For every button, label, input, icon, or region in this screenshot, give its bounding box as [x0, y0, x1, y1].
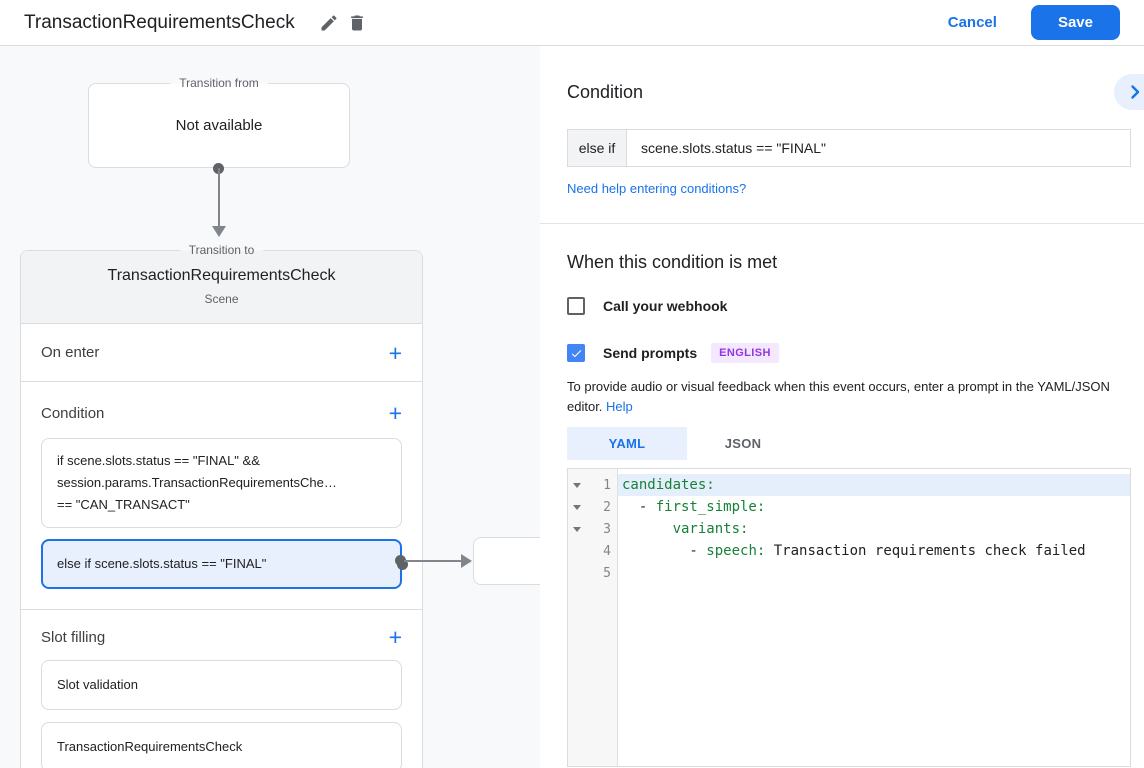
code-token-plain: - — [622, 543, 707, 559]
condition-met-section: When this condition is met Call your web… — [540, 224, 1144, 767]
code-token-key: variants: — [672, 521, 749, 537]
transition-from-node: Transition from Not available — [88, 75, 350, 168]
scene-title: TransactionRequirementsCheck — [107, 267, 336, 284]
scene-card-header[interactable]: TransactionRequirementsCheck Scene — [21, 251, 422, 324]
save-button[interactable]: Save — [1030, 5, 1120, 40]
code-token-key: first_simple: — [655, 499, 766, 515]
tab-yaml[interactable]: YAML — [567, 427, 687, 460]
yaml-code-editor: 1 2 3 4 5 candidates: - first_simple: varian… — [567, 468, 1131, 767]
scene-subtitle: Scene — [204, 292, 239, 306]
add-slot-button[interactable]: + — [388, 624, 402, 650]
condition-if-line: == "CAN_TRANSACT" — [57, 497, 190, 512]
delete-icon[interactable] — [343, 9, 371, 37]
prompt-description-text: To provide audio or visual feedback when… — [567, 379, 1110, 414]
condition-if-line: if scene.slots.status == "FINAL" && — [57, 453, 260, 468]
else-if-tag: else if — [567, 129, 627, 167]
editor-format-tabs: YAML JSON — [567, 427, 1131, 460]
when-condition-met-title: When this condition is met — [567, 252, 778, 272]
connector-dot — [395, 555, 406, 566]
send-prompts-row[interactable]: Send prompts ENGLISH — [567, 343, 1131, 363]
code-token-plain: - — [622, 499, 656, 515]
condition-panel: Condition else if Need help entering con… — [540, 46, 1144, 768]
cancel-button[interactable]: Cancel — [947, 14, 997, 31]
slot-item-transaction-requirements-check[interactable]: TransactionRequirementsCheck — [41, 722, 402, 768]
webhook-label: Call your webhook — [603, 298, 728, 314]
code-line[interactable]: - first_simple: — [618, 496, 1130, 518]
line-number: 3 — [603, 521, 611, 537]
transition-from-text: Not available — [175, 117, 263, 134]
fold-arrow-icon[interactable] — [573, 482, 581, 488]
connector-line-horizontal — [404, 560, 462, 562]
code-token-key: candidates: — [622, 477, 715, 493]
arrowhead-right-icon — [461, 554, 472, 568]
fold-arrow-icon[interactable] — [573, 504, 581, 510]
arrowhead-down-icon — [212, 226, 226, 237]
on-enter-row: On enter + — [21, 324, 422, 382]
edit-icon[interactable] — [315, 9, 343, 37]
conditions-help-link[interactable]: Need help entering conditions? — [567, 181, 747, 196]
condition-item-else-if-selected[interactable]: else if scene.slots.status == "FINAL" — [41, 539, 408, 589]
line-number: 4 — [603, 543, 611, 559]
slot-item-validation[interactable]: Slot validation — [41, 660, 402, 710]
add-on-enter-button[interactable]: + — [388, 339, 402, 366]
condition-section-label: Condition — [41, 404, 105, 422]
prompt-description: To provide audio or visual feedback when… — [567, 377, 1131, 417]
top-bar: TransactionRequirementsCheck Cancel Save — [0, 0, 1144, 46]
language-badge: ENGLISH — [711, 343, 779, 363]
tab-json[interactable]: JSON — [724, 436, 762, 451]
call-webhook-row[interactable]: Call your webhook — [567, 297, 1131, 315]
condition-item-if[interactable]: if scene.slots.status == "FINAL" && sess… — [41, 438, 402, 528]
send-prompts-label: Send prompts — [603, 345, 698, 361]
code-line[interactable]: candidates: — [618, 474, 1130, 496]
editor-gutter: 1 2 3 4 5 — [568, 469, 618, 766]
code-line[interactable] — [618, 562, 1130, 584]
slot-filling-section-row: Slot filling + — [21, 616, 422, 658]
code-line[interactable]: - speech: Transaction requirements check… — [618, 540, 1130, 562]
condition-if-line: session.params.TransactionRequirementsCh… — [57, 475, 337, 490]
editor-code[interactable]: candidates: - first_simple: variants: - … — [618, 469, 1130, 766]
transition-from-legend: Transition from — [170, 75, 268, 92]
code-token-key: speech: — [706, 543, 766, 559]
code-token-plain — [622, 521, 673, 537]
transition-to-card: Transition to TransactionRequirementsChe… — [20, 242, 423, 768]
webhook-checkbox[interactable] — [567, 297, 585, 315]
condition-editor-section: Condition else if Need help entering con… — [540, 46, 1144, 224]
condition-section-row: Condition + — [21, 390, 422, 436]
send-prompts-checkbox[interactable] — [567, 344, 585, 362]
line-number: 5 — [603, 565, 611, 581]
code-token-plain: Transaction requirements check failed — [765, 543, 1086, 559]
condition-expression-input[interactable] — [627, 129, 1131, 167]
line-number: 2 — [603, 499, 611, 515]
code-line[interactable]: variants: — [618, 518, 1130, 540]
condition-input-row: else if — [567, 129, 1131, 167]
transition-to-legend: Transition to — [179, 242, 264, 259]
on-enter-label: On enter — [41, 344, 100, 361]
slot-filling-label: Slot filling — [41, 628, 106, 646]
card-divider — [21, 609, 422, 610]
connector-line-vertical — [218, 168, 220, 228]
condition-else-if-text: else if scene.slots.status == "FINAL" — [57, 556, 267, 571]
add-condition-button[interactable]: + — [388, 400, 402, 426]
collapse-panel-button[interactable] — [1114, 74, 1144, 110]
panel-title: Condition — [567, 82, 644, 102]
line-number: 1 — [603, 477, 611, 493]
fold-arrow-icon[interactable] — [573, 526, 581, 532]
check-icon — [571, 349, 581, 357]
scene-diagram-canvas: Transition from Not available Transition… — [0, 46, 540, 768]
page-title: TransactionRequirementsCheck — [24, 11, 295, 33]
help-link[interactable]: Help — [606, 399, 633, 414]
transition-target-node[interactable] — [473, 537, 540, 585]
chevron-right-icon — [1131, 85, 1140, 99]
